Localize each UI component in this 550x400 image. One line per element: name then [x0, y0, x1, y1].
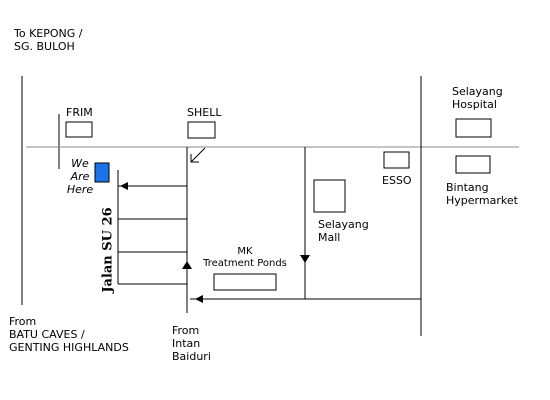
label-shell: SHELL: [187, 106, 222, 119]
arrow-left-icon: [120, 182, 128, 190]
arrow-left-bottom-icon: [195, 295, 203, 303]
frim-box: [65, 121, 93, 138]
label-selayang-hospital: Selayang Hospital: [452, 85, 503, 111]
label-selayang-mall: Selayang Mall: [318, 218, 369, 244]
mk-ponds-box: [213, 273, 277, 291]
bintang-box: [455, 155, 491, 174]
label-mk-treatment-ponds: MK Treatment Ponds: [203, 246, 287, 269]
label-bintang-hypermarket: Bintang Hypermarket: [446, 181, 518, 207]
we-are-here-marker: [94, 162, 110, 183]
label-frim: FRIM: [66, 106, 93, 119]
label-to-kepong: To KEPONG / SG. BULOH: [14, 27, 83, 53]
shell-box: [187, 121, 216, 139]
selayang-mall-box: [313, 179, 346, 213]
esso-box: [383, 151, 410, 169]
diagonal-arrow-icon: [190, 147, 206, 163]
arrow-down-icon: [300, 255, 310, 263]
label-from-batu-caves: From BATU CAVES / GENTING HIGHLANDS: [9, 315, 129, 354]
label-we-are-here: We Are Here: [66, 157, 94, 196]
hospital-box: [455, 118, 492, 138]
arrow-up-icon: [182, 261, 192, 269]
label-esso: ESSO: [382, 174, 412, 187]
label-from-intan-baiduri: From Intan Baiduri: [172, 324, 211, 363]
